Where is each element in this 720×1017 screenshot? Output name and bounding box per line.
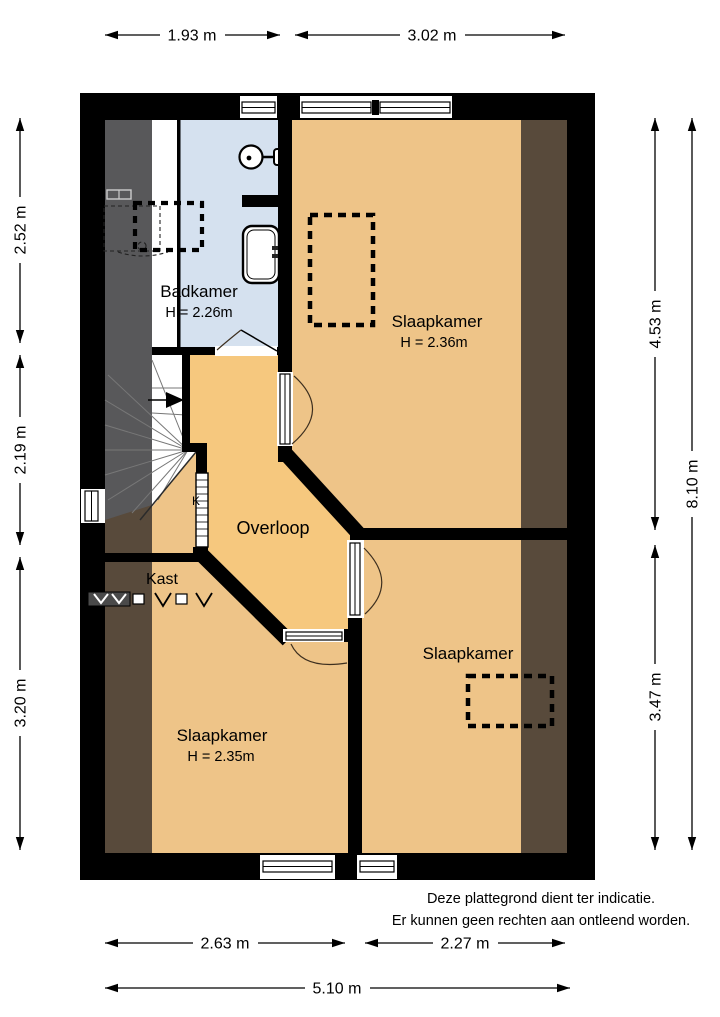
doors bbox=[215, 329, 383, 666]
svg-text:2.63 m: 2.63 m bbox=[201, 936, 250, 953]
svg-text:1.93 m: 1.93 m bbox=[168, 28, 217, 45]
stairs bbox=[104, 120, 197, 521]
dim-left-middle: 2.19 m bbox=[8, 355, 32, 545]
svg-text:2.27 m: 2.27 m bbox=[441, 936, 490, 953]
door-badkamer bbox=[215, 329, 278, 356]
sink-icon bbox=[241, 224, 281, 285]
bath-outline-icon bbox=[103, 205, 169, 257]
svg-text:3.02 m: 3.02 m bbox=[408, 28, 457, 45]
dim-right-total: 8.10 m bbox=[680, 118, 704, 850]
shower-icon bbox=[238, 144, 283, 170]
dimension-lines: 1.93 m 3.02 m 2.63 m 2.27 m bbox=[8, 23, 704, 1000]
window-slaapkamer-right bbox=[357, 855, 397, 879]
badkamer-fixtures bbox=[103, 144, 292, 285]
svg-text:5.10 m: 5.10 m bbox=[313, 981, 362, 998]
building bbox=[80, 93, 595, 880]
dim-right-top: 4.53 m bbox=[643, 118, 667, 530]
dim-bottom-right: 2.27 m bbox=[365, 931, 565, 955]
label-kast-k: K bbox=[192, 494, 200, 508]
stairs-treads bbox=[152, 120, 196, 507]
kast-wall bbox=[105, 553, 210, 562]
stairs-slope-area bbox=[105, 120, 152, 520]
label-slaapkamer-top: Slaapkamer bbox=[392, 312, 483, 331]
svg-text:3.47 m: 3.47 m bbox=[648, 673, 665, 722]
window-slaapkamer-left bbox=[260, 855, 335, 879]
label-overloop: Overloop bbox=[236, 518, 309, 538]
disclaimer-line-1: Deze plattegrond dient ter indicatie. bbox=[427, 891, 655, 907]
disclaimer-line-2: Er kunnen geen rechten aan ontleend word… bbox=[392, 913, 690, 929]
roof-window-marker-badkamer bbox=[132, 200, 205, 253]
label-kast: Kast bbox=[146, 571, 179, 588]
stairs-edge-line bbox=[139, 451, 197, 521]
door-slaapkamer-top bbox=[277, 372, 314, 446]
svg-text:3.20 m: 3.20 m bbox=[13, 679, 30, 728]
windows bbox=[81, 96, 452, 879]
stairs-direction-arrow-icon bbox=[148, 392, 184, 408]
label-slaapkamer-top-height: H = 2.36m bbox=[400, 335, 467, 351]
window-left bbox=[81, 489, 105, 523]
dim-bottom-left: 2.63 m bbox=[105, 931, 345, 955]
diagonal-wall-sw bbox=[196, 549, 294, 646]
svg-text:2.19 m: 2.19 m bbox=[13, 426, 30, 475]
roof-strip-left bbox=[105, 455, 152, 853]
stair-railing bbox=[195, 472, 209, 548]
dim-right-bottom: 3.47 m bbox=[643, 545, 667, 850]
svg-text:4.53 m: 4.53 m bbox=[648, 300, 665, 349]
door-slaapkamer-left bbox=[283, 629, 348, 666]
dim-top-left: 1.93 m bbox=[105, 23, 280, 47]
svg-text:8.10 m: 8.10 m bbox=[685, 460, 702, 509]
dim-left-top: 2.52 m bbox=[8, 118, 32, 343]
label-slaapkamer-left: Slaapkamer bbox=[177, 726, 268, 745]
roof-window-marker-slaapkamer-right bbox=[465, 673, 555, 729]
interior-walls bbox=[105, 120, 567, 853]
window-slaapkamer-top bbox=[300, 96, 452, 118]
roof-strip-right bbox=[521, 120, 567, 853]
room-overloop-floor bbox=[190, 355, 359, 630]
label-badkamer-height: H = 2.26m bbox=[165, 305, 232, 321]
stairwell-wall bbox=[182, 347, 190, 443]
disclaimer: Deze plattegrond dient ter indicatie. Er… bbox=[392, 891, 690, 929]
badkamer-east-wall bbox=[278, 120, 292, 372]
dim-bottom-total: 5.10 m bbox=[105, 976, 570, 1000]
roof-window-marker-slaapkamer-top bbox=[307, 212, 376, 328]
dim-top-right: 3.02 m bbox=[295, 23, 565, 47]
bedrooms-center-wall bbox=[348, 617, 362, 853]
room-labels: Badkamer H = 2.26m Slaapkamer H = 2.36m … bbox=[146, 282, 514, 765]
label-slaapkamer-left-height: H = 2.35m bbox=[187, 749, 254, 765]
label-slaapkamer-right: Slaapkamer bbox=[423, 644, 514, 663]
bedroom-divider-wall bbox=[350, 528, 567, 540]
diagonal-wall-ne bbox=[278, 446, 365, 540]
label-badkamer: Badkamer bbox=[160, 282, 238, 301]
svg-text:2.52 m: 2.52 m bbox=[13, 206, 30, 255]
badkamer-west-wall bbox=[177, 120, 181, 347]
wardrobe-symbols bbox=[87, 591, 213, 608]
window-badkamer bbox=[240, 96, 277, 118]
door-slaapkamer-right bbox=[347, 540, 383, 618]
dim-left-bottom: 3.20 m bbox=[8, 557, 32, 850]
